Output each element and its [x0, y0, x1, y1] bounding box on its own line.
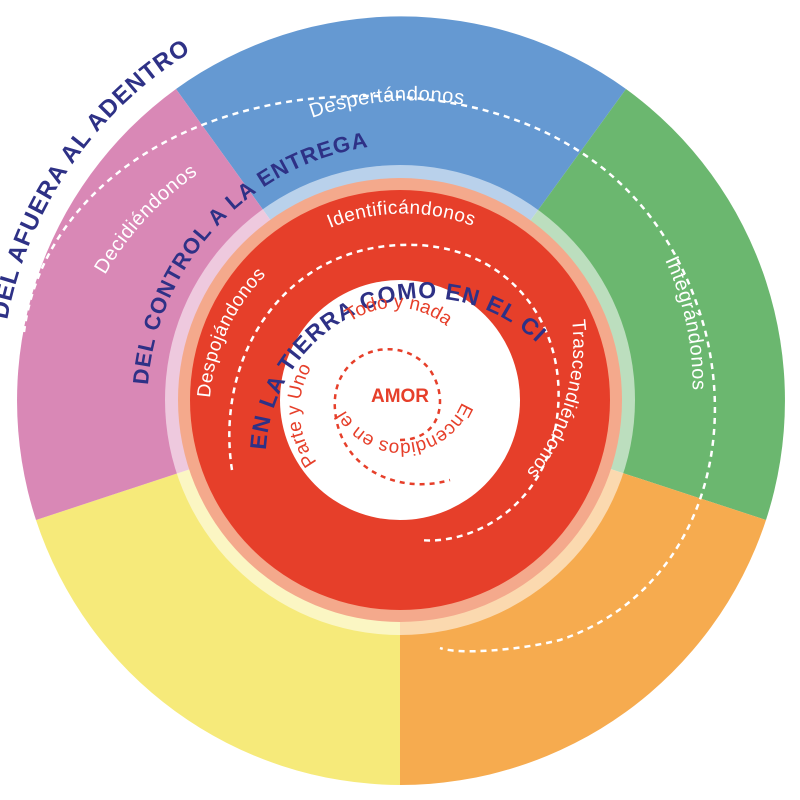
- red-spiral-dashed: [228, 243, 560, 542]
- core-disc: [280, 280, 520, 520]
- center-amor: AMOR: [371, 386, 429, 407]
- outer-spiral-dashed: [22, 94, 717, 653]
